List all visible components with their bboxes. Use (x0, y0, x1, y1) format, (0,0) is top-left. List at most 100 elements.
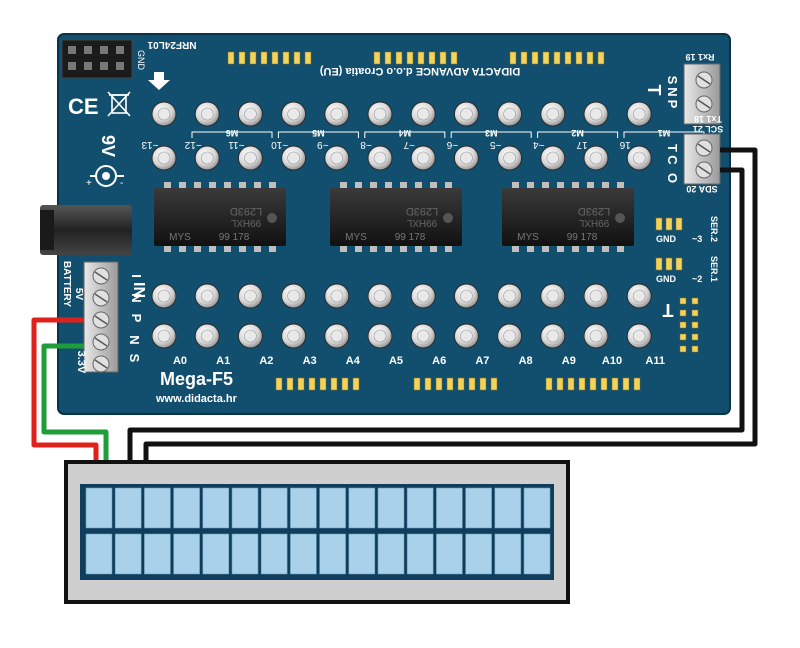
svg-text:-: - (120, 178, 123, 189)
header-pin-center (200, 289, 214, 303)
motor-label: M5 (312, 128, 325, 138)
serial-pin (665, 217, 673, 231)
board-name: Mega-F5 (160, 369, 233, 389)
bottom-pin-row-1 (151, 283, 652, 309)
bottom-pin-row-2 (151, 323, 652, 349)
header-pin-center (373, 329, 387, 343)
header-pin-center (460, 107, 473, 121)
strip-pin (600, 377, 608, 391)
strip-pin (553, 51, 561, 65)
pin-label: ~12 (184, 139, 201, 150)
lcd-cell (144, 487, 171, 529)
strip-pin (249, 51, 257, 65)
header-pin-center (157, 151, 171, 165)
chip-code: 99HXL (406, 217, 437, 228)
strip-pin (542, 51, 550, 65)
strip-pin (578, 377, 586, 391)
lcd-cell (144, 533, 171, 575)
strip-pin (308, 377, 316, 391)
chip-leg (512, 244, 519, 252)
bottom-top-row-label: IN (130, 282, 147, 298)
power-label: 9V (98, 135, 118, 157)
header-pin-center (632, 151, 646, 165)
ce-mark: CE (68, 94, 99, 119)
chip-leg (542, 182, 549, 190)
radio-header (61, 39, 133, 79)
header-pin-center (416, 107, 430, 121)
strip-pin (450, 51, 458, 65)
motor-label: M2 (571, 128, 584, 138)
strip-pin (457, 377, 465, 391)
serial-pin (655, 217, 663, 231)
header-pin (68, 46, 76, 54)
header-pin-center (632, 107, 646, 121)
chip-leg (194, 182, 201, 190)
lcd-cell (231, 487, 259, 529)
lcd-cell (406, 533, 434, 575)
screw-slot (697, 99, 711, 109)
chip-leg (400, 182, 407, 190)
header-pin-center (373, 151, 387, 165)
strip-pin (227, 51, 235, 65)
chip-dot (615, 213, 625, 223)
chip-leg (254, 244, 261, 252)
analog-pin-label: A0 (173, 355, 187, 367)
strip-pin (435, 377, 443, 391)
terminal-pin-letter: P (665, 100, 680, 109)
header-pin-center (632, 289, 646, 303)
pin-label: 17 (576, 139, 588, 150)
terminal-pin-letter: N (129, 293, 144, 302)
header-pin-center (244, 107, 257, 121)
header-pin-center (546, 289, 560, 303)
chip-maker: MYS (169, 232, 191, 243)
header-pin-center (157, 107, 171, 121)
green-wire (41, 343, 109, 462)
analog-pin-label: A10 (602, 355, 622, 367)
lcd-cell (436, 487, 463, 529)
lcd-cell (173, 487, 200, 529)
header-pin-center (287, 107, 300, 121)
strip-pin (589, 377, 597, 391)
svg-text:+: + (86, 178, 92, 189)
strip-pin (293, 51, 301, 65)
chip-code: 99HXL (578, 217, 609, 228)
lcd-cell (494, 487, 522, 529)
dc-power-jack (40, 205, 132, 255)
strip-pin (545, 377, 553, 391)
header-pin-center (373, 289, 387, 303)
lcd-cell (377, 533, 405, 575)
right-small-pins (679, 297, 699, 353)
analog-pin-label: A8 (519, 355, 533, 367)
bottom-row-label: T (663, 300, 674, 320)
strip-pin (395, 51, 403, 65)
chip-leg (239, 244, 246, 252)
header-pin (100, 46, 108, 54)
header-pin-center (503, 289, 516, 303)
chip-leg (557, 244, 564, 252)
pin-label: 16 (619, 139, 631, 150)
chip-leg (572, 182, 579, 190)
strip-pin (384, 51, 392, 65)
lcd-cell (494, 533, 522, 575)
strip-pin (564, 51, 572, 65)
screw-slot (697, 75, 711, 85)
header-pin-center (200, 107, 214, 121)
strip-pin (468, 377, 476, 391)
chip-body (330, 188, 462, 246)
chip-leg (340, 182, 347, 190)
strip-pin (633, 377, 641, 391)
board-header-text: DIDACTA ADVANCE d.o.o Croatia (EU) (319, 65, 520, 77)
strip-pin (428, 51, 436, 65)
lcd-cell (114, 487, 142, 529)
header-pin-center (287, 151, 300, 165)
header-pin-center (244, 329, 257, 343)
pin-label: ~11 (228, 139, 245, 150)
black-wire-sda (127, 167, 745, 462)
chip-leg (617, 244, 624, 252)
small-pin (691, 321, 699, 329)
radio-label: NRF24L01 (147, 39, 196, 50)
black-wire-scl (143, 147, 758, 462)
screw-slot (94, 315, 108, 325)
